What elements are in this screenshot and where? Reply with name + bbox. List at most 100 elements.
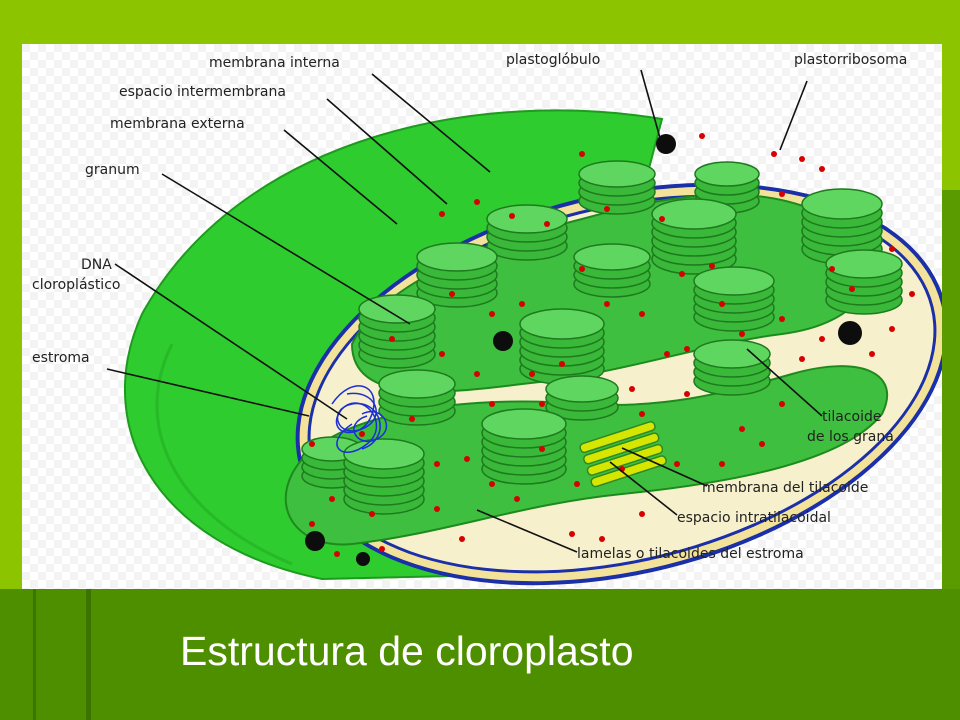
ribosome-dot: [514, 496, 520, 502]
diagram-labels: membrana interna espacio intermembrana m…: [32, 52, 907, 562]
granum-stack: [416, 242, 498, 308]
ribosome-dot: [709, 263, 715, 269]
background-left-line-1: [33, 589, 36, 720]
ribosome-dot: [579, 266, 585, 272]
ribosome-dot: [519, 301, 525, 307]
label-espacio-intratilacoidal: espacio intratilacoidal: [677, 510, 831, 526]
ribosome-dot: [739, 426, 745, 432]
leader-espacio-intratilacoidal: [609, 461, 678, 516]
ribosome-dot: [474, 199, 480, 205]
granum-stack: [378, 369, 456, 426]
granum-stack: [486, 204, 568, 261]
diagram-panel: membrana interna espacio intermembrana m…: [22, 44, 942, 589]
ribosome-dot: [684, 346, 690, 352]
ribosome-dot: [334, 551, 340, 557]
ribosome-dot: [699, 133, 705, 139]
thylakoid-disc: [378, 369, 456, 399]
leader-plastoglobulo: [640, 69, 661, 139]
ribosome-dot: [439, 351, 445, 357]
plastoglobule-1: [656, 134, 676, 154]
ribosome-dot: [889, 326, 895, 332]
granum-stack: [343, 438, 425, 515]
intrathylakoid-disc-1: [579, 421, 656, 454]
leader-dna: [114, 263, 348, 420]
ribosome-dot: [359, 431, 365, 437]
plastoglobules: [305, 134, 862, 566]
granum-stack: [801, 188, 883, 265]
plastoglobule-3: [493, 331, 513, 351]
grana-stacks: [301, 160, 903, 515]
ribosome-dot: [474, 371, 480, 377]
ribosome-dot: [889, 246, 895, 252]
thylakoid-disc: [481, 408, 567, 440]
thylakoid-disc: [801, 188, 883, 220]
ribosome-dot: [559, 361, 565, 367]
leader-granum: [161, 173, 411, 325]
ribosome-dot: [489, 401, 495, 407]
ribosome-dot: [659, 216, 665, 222]
thylakoid-disc: [358, 294, 436, 324]
background-right-stripe: [940, 190, 960, 600]
ribosome-dot: [489, 481, 495, 487]
thylakoid-disc: [416, 242, 498, 272]
intrathylakoid-stack: [579, 421, 667, 488]
plastoglobule-2: [838, 321, 862, 345]
ribosome-dot: [869, 351, 875, 357]
label-tilacoide-line2: de los grana: [807, 429, 894, 445]
ribosome-dot: [819, 166, 825, 172]
slide-title: Estructura de cloroplasto: [180, 628, 634, 674]
ribosome-dot: [759, 441, 765, 447]
thylakoid-disc: [545, 375, 619, 403]
leader-estroma: [106, 368, 310, 417]
ribosome-dot: [544, 221, 550, 227]
label-espacio-intermembrana: espacio intermembrana: [119, 84, 286, 100]
ribosome-dot: [829, 266, 835, 272]
leader-membrana-interna: [371, 73, 491, 173]
label-dna-line1: DNA: [81, 257, 112, 273]
ribosome-dot: [639, 511, 645, 517]
outer-membrane-shade: [155, 343, 293, 566]
thylakoid-disc: [573, 243, 651, 271]
label-estroma: estroma: [32, 350, 90, 366]
granum-stack: [651, 198, 737, 275]
ribosome-dot: [464, 456, 470, 462]
ribosome-dot: [439, 211, 445, 217]
ribosome-dot: [459, 536, 465, 542]
ribosome-dot: [629, 386, 635, 392]
label-membrana-interna: membrana interna: [209, 55, 340, 71]
ribosome-dot: [604, 301, 610, 307]
label-plastoglobulo: plastoglóbulo: [506, 52, 600, 68]
ribosome-dot: [639, 411, 645, 417]
intrathylakoid-disc-3: [586, 443, 664, 476]
ribosome-dot: [799, 156, 805, 162]
ribosome-dot: [719, 461, 725, 467]
ribosome-dot: [529, 371, 535, 377]
leader-membrana-tilacoide: [621, 447, 708, 487]
ribosome-dot: [604, 206, 610, 212]
ribosome-dot: [779, 401, 785, 407]
label-dna-line2: cloroplástico: [32, 277, 120, 293]
label-lamelas: lamelas o tilacoides del estroma: [577, 546, 804, 562]
granum-stack: [481, 408, 567, 485]
ribosome-dot: [779, 191, 785, 197]
granum-stack: [358, 294, 436, 369]
ribosome-dot: [819, 336, 825, 342]
label-plastorribosoma: plastorribosoma: [794, 52, 907, 68]
ribosome-dot: [389, 336, 395, 342]
label-membrana-externa: membrana externa: [110, 116, 245, 132]
plastoribosomes: [309, 133, 915, 557]
ribosome-dot: [409, 416, 415, 422]
label-granum: granum: [85, 162, 140, 178]
ribosome-dot: [539, 446, 545, 452]
granum-stack: [573, 243, 651, 298]
ribosome-dot: [329, 496, 335, 502]
background-bottom-band: [0, 589, 960, 720]
ribosome-dot: [849, 286, 855, 292]
granum-stack: [693, 339, 771, 396]
ribosome-dot: [539, 401, 545, 407]
ribosome-dot: [574, 481, 580, 487]
thylakoid-disc: [693, 339, 771, 369]
thylakoid-disc: [486, 204, 568, 234]
ribosome-dot: [309, 521, 315, 527]
ribosome-dot: [639, 311, 645, 317]
